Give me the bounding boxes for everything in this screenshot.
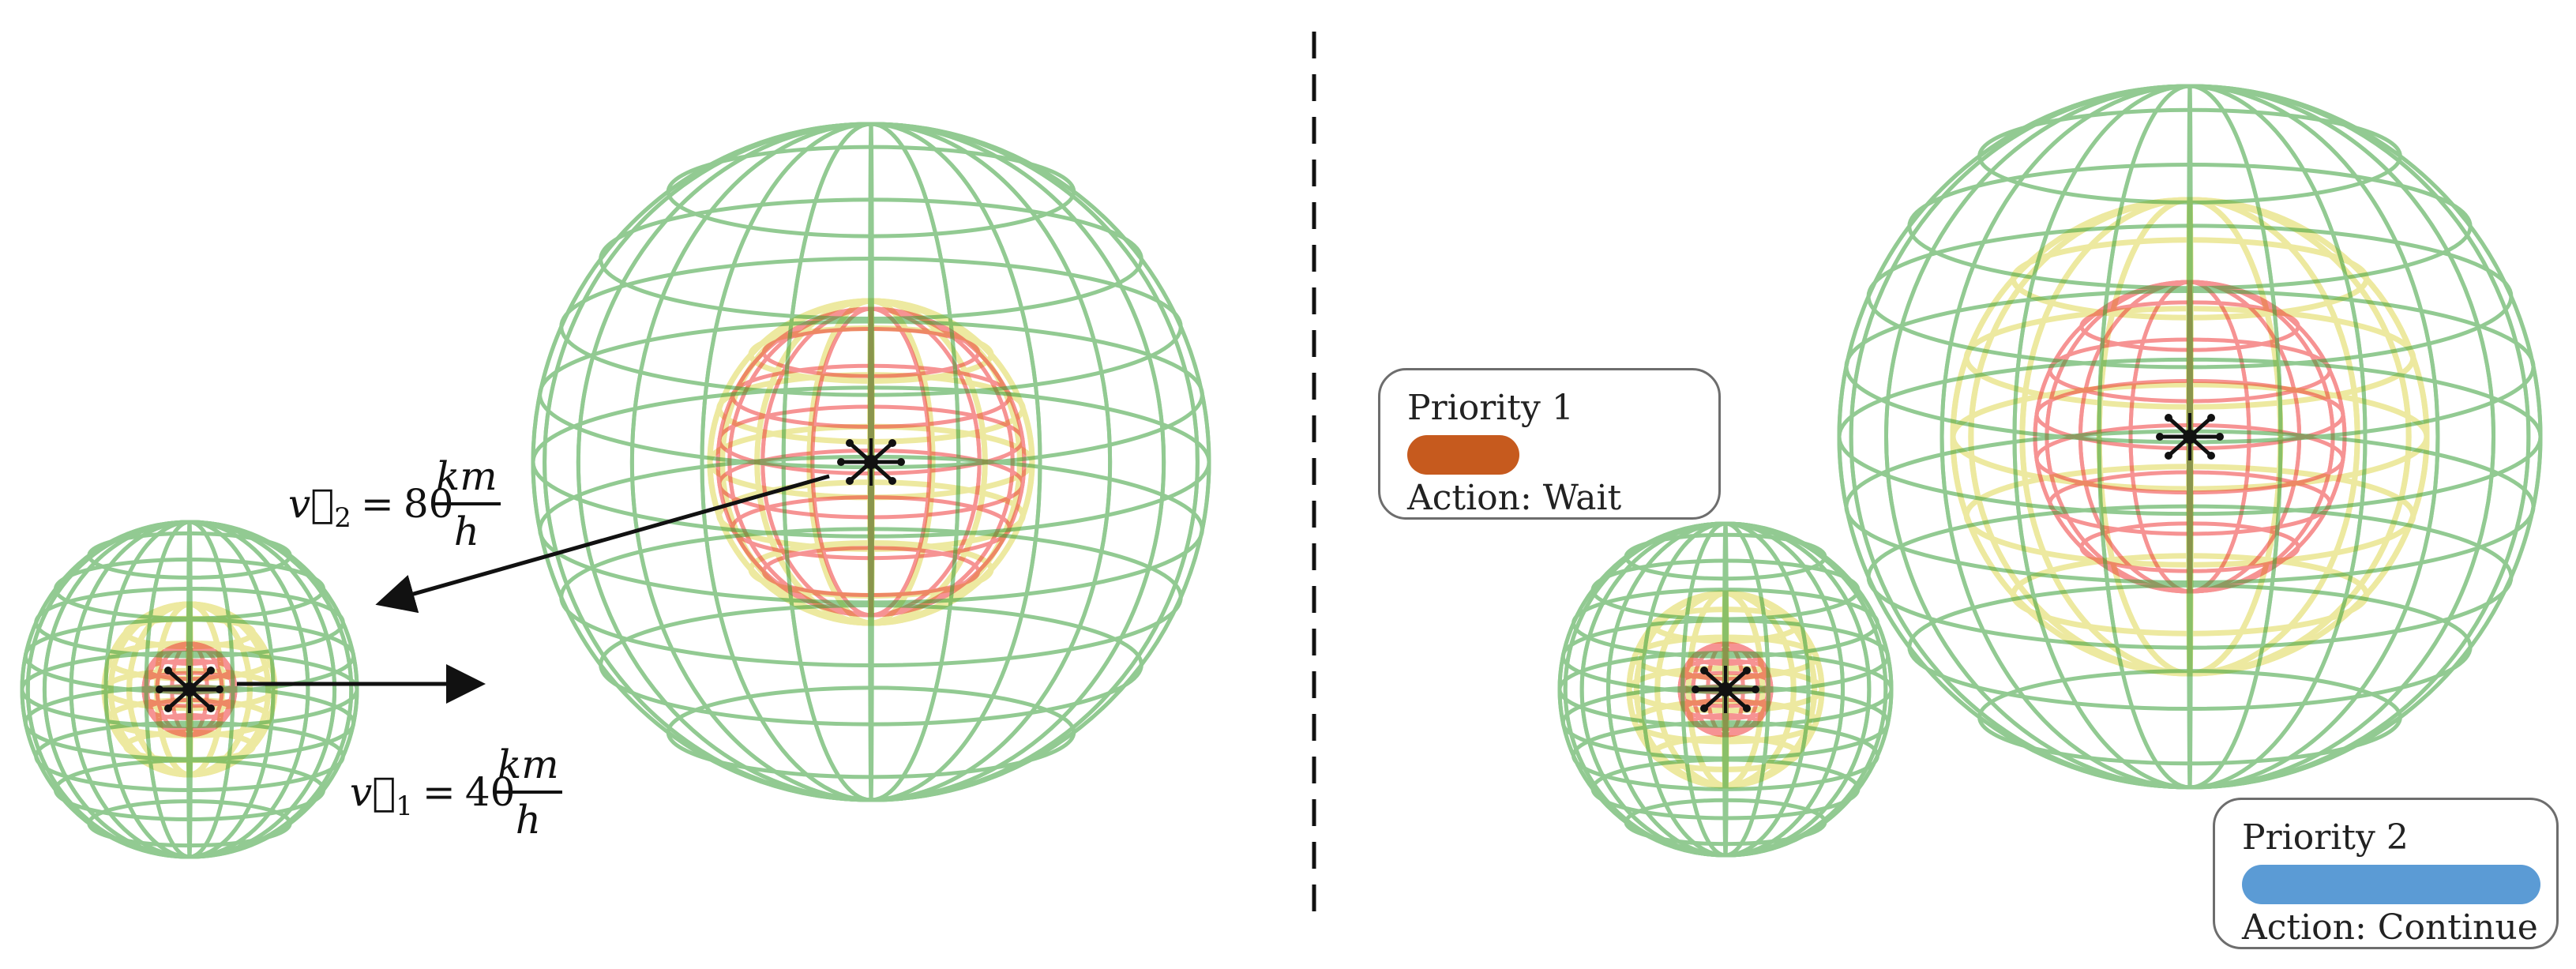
velocity-1-symbol: v⃗ (350, 769, 396, 815)
velocity-2-symbol: v⃗ (288, 481, 335, 527)
velocity-2-label: v⃗2=80 (288, 481, 453, 531)
drone-icon (2156, 413, 2224, 460)
velocity-2-unit-denominator: h (453, 509, 479, 554)
velocity-2-subscript: 2 (334, 502, 351, 534)
priority-2-title: Priority 2 (2242, 817, 2409, 858)
velocity-1-unit-denominator: h (515, 797, 541, 843)
drone-icon (837, 438, 905, 486)
priority-2-box: Priority 2 Action: Continue (2213, 798, 2559, 949)
velocity-2-arrow (375, 474, 830, 614)
velocity-2-equals: = (360, 481, 394, 527)
priority-1-bar (1407, 435, 1519, 475)
velocity-1-unit-numerator: km (494, 745, 562, 794)
left-small-drone-safety-sphere (20, 520, 359, 859)
right-large-drone-safety-sphere (1837, 84, 2543, 790)
velocity-2-unit-numerator: km (433, 456, 501, 505)
velocity-1-equals: = (422, 769, 456, 815)
drone-icon (1692, 666, 1759, 713)
velocity-2-unit: km h (433, 456, 501, 551)
priority-1-title: Priority 1 (1407, 388, 1574, 428)
left-large-drone-safety-sphere (531, 122, 1211, 802)
outer-sphere (1837, 84, 2543, 790)
priority-2-bar (2242, 865, 2540, 904)
drone-icon (156, 666, 223, 713)
priority-1-action: Action: Wait (1407, 478, 1622, 518)
velocity-1-subscript: 1 (396, 791, 413, 822)
priority-1-box: Priority 1 Action: Wait (1378, 368, 1721, 520)
outer-sphere (20, 520, 359, 859)
velocity-1-unit: km h (494, 745, 562, 839)
priority-2-action: Action: Continue (2242, 907, 2538, 948)
velocity-1-label: v⃗1=40 (350, 769, 515, 820)
